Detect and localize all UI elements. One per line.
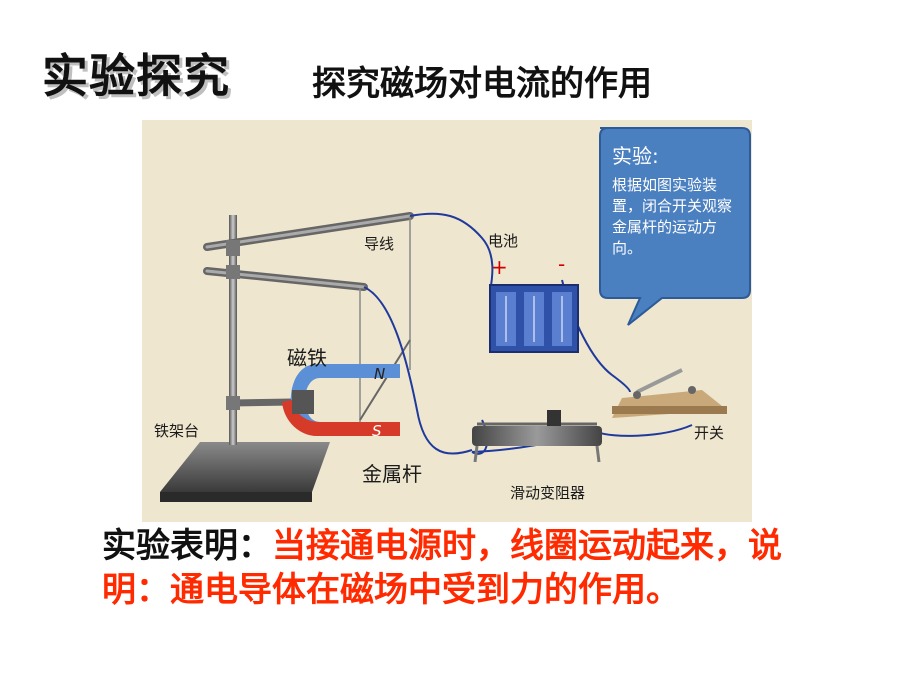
label-minus: - [558, 252, 566, 276]
stand-pole [229, 215, 237, 445]
label-stand: 铁架台 [154, 422, 200, 440]
clamp-2 [226, 265, 240, 279]
conclusion-body: 当接通电源时，线圈运动起来，说明：通电导体在磁场中受到力的作用。 [102, 526, 782, 610]
label-magnet: 磁铁 [287, 346, 327, 370]
battery [489, 284, 579, 353]
rheostat [472, 410, 602, 463]
label-wire: 导线 [364, 235, 395, 253]
stand-base [160, 442, 330, 502]
metal-rod-line [359, 339, 411, 421]
label-battery: 电池 [488, 232, 519, 250]
label-north: N [374, 365, 386, 383]
label-plus: + [491, 255, 508, 279]
magnet-clamp [228, 398, 296, 407]
clamp-1 [226, 240, 240, 256]
page-title: 实验探究 [42, 49, 230, 103]
label-switch: 开关 [694, 424, 725, 442]
label-south: S [372, 422, 382, 440]
speech-bubble: 实验: 根据如图实验装置，闭合开关观察金属杆的运动方向。 [612, 140, 742, 259]
apparatus-drawing [160, 127, 751, 502]
page-subtitle: 探究磁场对电流的作用 [312, 64, 652, 104]
label-rod: 金属杆 [362, 462, 422, 486]
conclusion-prefix: 实验表明： [102, 526, 272, 566]
label-rheostat: 滑动变阻器 [510, 484, 586, 502]
clamp-3 [226, 396, 240, 410]
bubble-body: 根据如图实验装置，闭合开关观察金属杆的运动方向。 [612, 176, 733, 257]
conclusion-text: 实验表明：当接通电源时，线圈运动起来，说明：通电导体在磁场中受到力的作用。 [102, 524, 822, 612]
switch [612, 368, 727, 418]
magnet-shape [282, 364, 400, 436]
experiment-figure: 导线 电池 + - 磁铁 N S 铁架台 金属杆 滑动变阻器 开关 实验: 根据… [142, 120, 752, 522]
speech-bubble-shape [599, 127, 751, 326]
stand-arm-upper [203, 212, 414, 251]
bubble-title: 实验: [612, 144, 659, 168]
